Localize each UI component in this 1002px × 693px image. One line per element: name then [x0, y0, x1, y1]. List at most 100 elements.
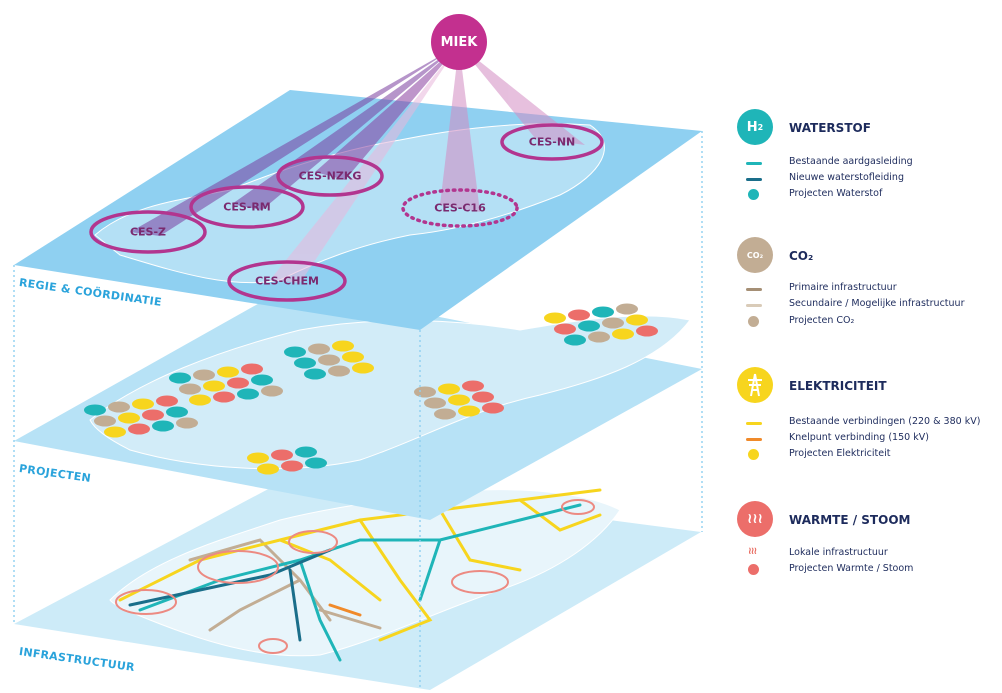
- project-dot: [308, 343, 330, 355]
- legend-text: Secundaire / Mogelijke infrastructuur: [789, 298, 965, 309]
- legend-item: Bestaande verbindingen (220 & 380 kV): [737, 416, 1002, 429]
- cluster-label-nzkg: CES-NZKG: [298, 169, 362, 183]
- project-dot: [626, 314, 648, 326]
- cluster-label-nn: CES-NN: [528, 135, 576, 149]
- legend-item: ≀≀≀ Lokale infrastructuur: [737, 546, 1002, 560]
- line-swatch: [746, 422, 762, 425]
- project-dot: [152, 420, 174, 432]
- project-dot: [94, 415, 116, 427]
- miek-hub: MIEK: [431, 14, 487, 70]
- project-dot: [318, 354, 340, 366]
- project-dot: [564, 334, 586, 346]
- dot-swatch: [748, 316, 759, 327]
- legend-title: WARMTE / STOOM: [789, 513, 911, 527]
- electricity-line: [118, 488, 602, 642]
- project-dot: [251, 374, 273, 386]
- line-swatch: [746, 178, 762, 181]
- line-swatch: [746, 438, 762, 441]
- legend-text: Knelpunt verbinding (150 kV): [789, 432, 929, 443]
- legend-item: Knelpunt verbinding (150 kV): [737, 432, 1002, 445]
- project-dot: [237, 388, 259, 400]
- project-dot: [217, 366, 239, 378]
- cloud-co2-icon: CO₂: [737, 237, 773, 273]
- project-dot: [588, 331, 610, 343]
- project-dot: [203, 380, 225, 392]
- legend-title: CO₂: [789, 249, 814, 263]
- legend-text: Projecten CO₂: [789, 315, 855, 326]
- hydrogen-existing-line: [138, 503, 582, 662]
- legend-title: ELEKTRICITEIT: [789, 379, 887, 393]
- cluster-ellipse-nzkg: [276, 155, 384, 197]
- project-dot: [247, 452, 269, 464]
- legend-text: Projecten Elektriciteit: [789, 448, 891, 459]
- project-dot: [602, 317, 624, 329]
- project-dot: [568, 309, 590, 321]
- legend-text: Primaire infrastructuur: [789, 282, 897, 293]
- project-dot: [156, 395, 178, 407]
- project-dot: [328, 365, 350, 377]
- heat-project: [288, 530, 338, 554]
- layer-connectors: [13, 131, 703, 690]
- project-dot: [284, 346, 306, 358]
- legend-text: Projecten Warmte / Stoom: [789, 563, 914, 574]
- project-dot: [281, 460, 303, 472]
- project-dot: [554, 323, 576, 335]
- project-dot: [104, 426, 126, 438]
- project-dot: [448, 394, 470, 406]
- heat-project: [561, 499, 595, 515]
- project-dot: [544, 312, 566, 324]
- project-dot: [257, 463, 279, 475]
- project-dot: [169, 372, 191, 384]
- cluster-label-c16: CES-C16: [434, 201, 486, 215]
- cluster-ellipse-nn: [500, 123, 604, 161]
- project-dot: [578, 320, 600, 332]
- project-dot: [424, 397, 446, 409]
- heat-project: [197, 550, 279, 584]
- project-dot: [305, 457, 327, 469]
- cluster-ellipse-z: [89, 210, 207, 254]
- legend-item: Bestaande aardgasleiding: [737, 156, 1002, 169]
- cluster-ellipse-chem: [227, 260, 347, 302]
- project-dot: [332, 340, 354, 352]
- cluster-ellipses: [89, 123, 604, 302]
- heat-projects: [115, 499, 595, 654]
- cluster-label-rm: CES-RM: [223, 200, 271, 214]
- heat-project: [451, 570, 509, 594]
- project-dot: [166, 406, 188, 418]
- cluster-ellipse-c16: [401, 188, 519, 228]
- legend-title: WATERSTOF: [789, 121, 871, 135]
- infra-map-land: [109, 489, 621, 657]
- cluster-label-z: CES-Z: [129, 225, 167, 239]
- line-swatch: [746, 162, 762, 165]
- knelpunt-line: [328, 603, 362, 617]
- legend-item: Primaire infrastructuur: [737, 282, 1002, 295]
- dot-swatch: [748, 449, 759, 460]
- project-dot: [592, 306, 614, 318]
- project-dot: [84, 404, 106, 416]
- project-dot: [304, 368, 326, 380]
- heat-icon: ≀≀≀: [737, 501, 773, 537]
- cluster-label-chem: CES-CHEM: [255, 274, 319, 288]
- line-swatch: [746, 304, 762, 307]
- project-dot: [612, 328, 634, 340]
- project-dot: [616, 303, 638, 315]
- project-dot: [352, 362, 374, 374]
- projects-map-land: [89, 315, 691, 470]
- miek-beams: [130, 45, 585, 283]
- project-dot: [142, 409, 164, 421]
- project-dot: [193, 369, 215, 381]
- project-dot: [108, 401, 130, 413]
- heat-project: [115, 589, 177, 615]
- project-dot: [213, 391, 235, 403]
- project-dot: [482, 402, 504, 414]
- project-dot: [294, 357, 316, 369]
- dot-swatch: [748, 189, 759, 200]
- line-swatch: [746, 288, 762, 291]
- cluster-ellipse-rm: [189, 185, 305, 229]
- project-dot: [241, 363, 263, 375]
- legend-item: Projecten Elektriciteit: [737, 448, 1002, 461]
- co2-line: [188, 538, 382, 632]
- legend-text: Bestaande aardgasleiding: [789, 156, 913, 167]
- project-dot: [636, 325, 658, 337]
